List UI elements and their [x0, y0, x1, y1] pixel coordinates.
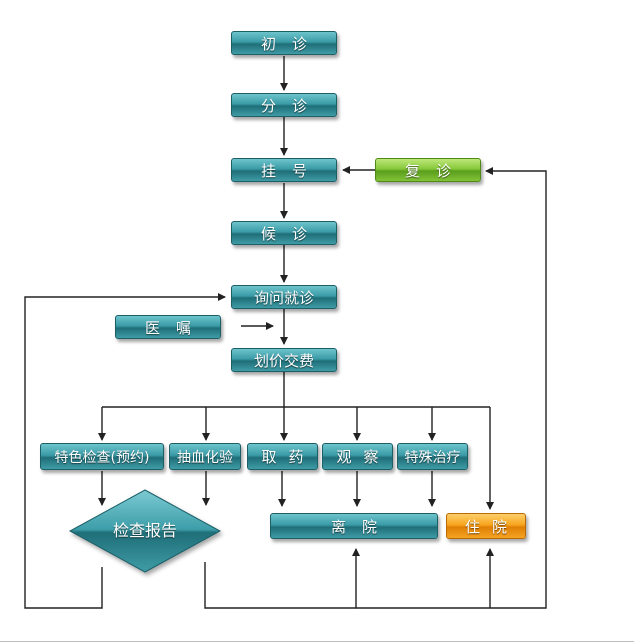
return-visit-box[interactable]: 复诊 — [375, 158, 481, 182]
hospitalization-box[interactable]: 住院 — [446, 513, 526, 539]
doctor-orders-box[interactable]: 医嘱 — [115, 315, 221, 339]
exam-report-diamond — [68, 489, 222, 573]
get-medicine-box[interactable]: 取药 — [247, 443, 318, 470]
triage-box[interactable]: 分诊 — [231, 93, 337, 117]
discharge-box[interactable]: 离院 — [270, 513, 438, 539]
waiting-box[interactable]: 候诊 — [231, 221, 337, 245]
observation-box[interactable]: 观察 — [322, 443, 393, 470]
pricing-payment-box[interactable]: 划价交费 — [231, 348, 337, 372]
first-visit-box[interactable]: 初诊 — [231, 31, 337, 55]
bottom-divider — [0, 641, 634, 642]
special-exam-box[interactable]: 特色检查(预约) — [40, 443, 164, 470]
arrow-report-to-discharge — [204, 548, 360, 609]
exam-report-label[interactable]: 检查报告 — [112, 521, 177, 540]
special-treatment-box[interactable]: 特殊治疗 — [397, 443, 468, 470]
consultation-box[interactable]: 询问就诊 — [231, 285, 337, 309]
registration-box[interactable]: 挂号 — [231, 158, 337, 182]
arrow-report-back-to-consultation — [24, 293, 226, 609]
blood-test-box[interactable]: 抽血化验 — [169, 443, 241, 470]
arrow-loop-to-return-visit — [485, 167, 547, 609]
